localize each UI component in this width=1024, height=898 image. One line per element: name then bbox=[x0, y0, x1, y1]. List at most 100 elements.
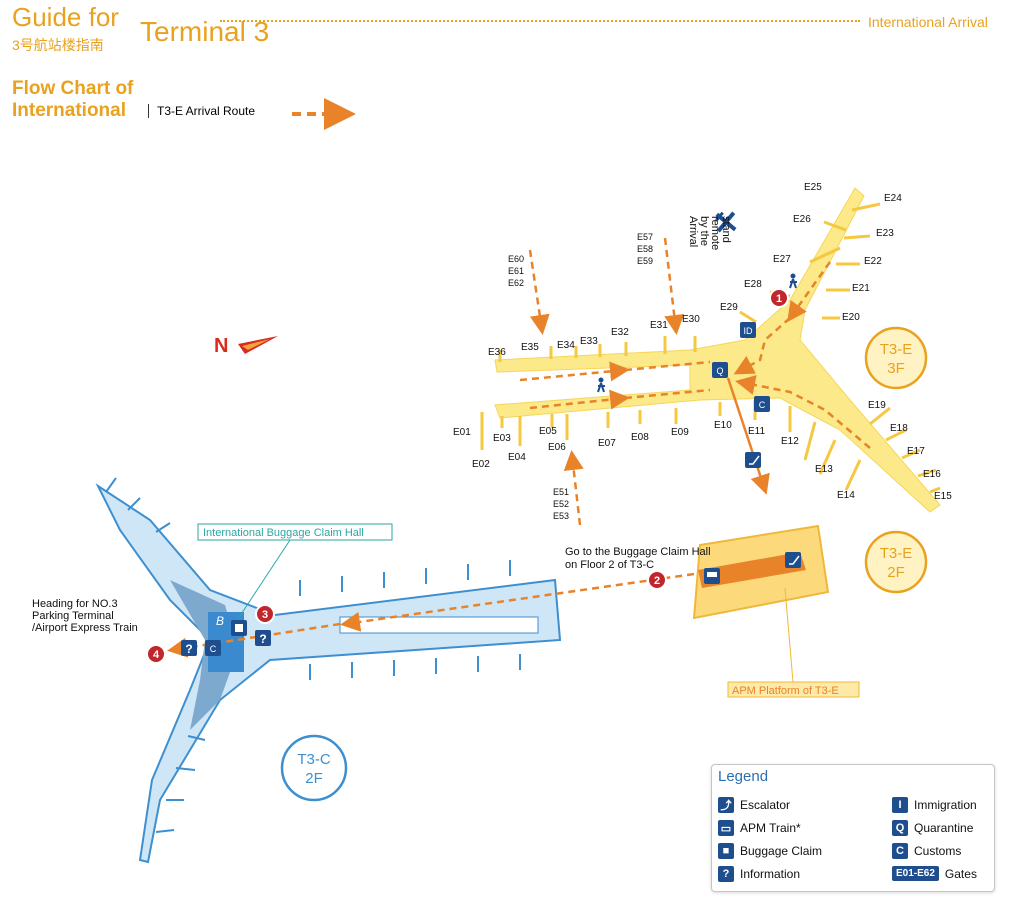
gate-label: E27 bbox=[773, 254, 791, 265]
gate-label: E25 bbox=[804, 182, 822, 193]
gate-label: E04 bbox=[508, 452, 526, 463]
gate-label: E26 bbox=[793, 214, 811, 225]
go-to-claim-line1: Go to the Buggage Claim Hall bbox=[565, 546, 711, 558]
legend-item-immigration: I Immigration bbox=[892, 797, 977, 813]
immigration-icon: I bbox=[892, 797, 908, 813]
legend-label: Immigration bbox=[914, 798, 977, 812]
walking-person-icon bbox=[597, 377, 605, 393]
legend-item-quarantine: Q Quarantine bbox=[892, 820, 973, 836]
flow-chart-title: Flow Chart of International bbox=[12, 78, 133, 122]
remote-gate-label: E52 bbox=[553, 499, 569, 509]
gate-label: E24 bbox=[884, 193, 902, 204]
claim-hall-leader bbox=[231, 539, 291, 629]
gate-label: E02 bbox=[472, 459, 490, 470]
arrival-route-label: T3-E Arrival Route bbox=[148, 104, 255, 118]
legend-item-gates: E01-E62 Gates bbox=[892, 866, 977, 881]
route-to-apm bbox=[726, 377, 770, 495]
gate-label: E29 bbox=[720, 302, 738, 313]
claim-hall-callout-box bbox=[197, 523, 393, 541]
svg-text:Arrival: Arrival bbox=[687, 216, 699, 247]
baggage-carousel-label: B bbox=[216, 614, 224, 628]
escalator-icon: ⤴ bbox=[718, 797, 734, 813]
gate-label: E22 bbox=[864, 256, 882, 267]
gate-label: E05 bbox=[539, 426, 557, 437]
svg-text:3: 3 bbox=[262, 609, 268, 621]
remote-stand-labels: E60 E61 E62 E57 E58 E59 E51 E52 E53 bbox=[508, 232, 653, 521]
svg-text:C: C bbox=[210, 644, 217, 654]
gate-label: E12 bbox=[781, 436, 799, 447]
remote-arrival-label: Arrival by the remote stand bbox=[687, 216, 732, 250]
gate-label: E31 bbox=[650, 320, 668, 331]
gates-badge: E01-E62 bbox=[892, 866, 939, 881]
information-icon: ? bbox=[718, 866, 734, 882]
gate-label: E28 bbox=[744, 279, 762, 290]
legend-item-apm-train: ▭ APM Train* bbox=[718, 820, 801, 836]
airplane-icon bbox=[715, 211, 737, 233]
gate-label: E03 bbox=[493, 433, 511, 444]
remote-gate-label: E61 bbox=[508, 266, 524, 276]
legend-item-information: ? Information bbox=[718, 866, 800, 882]
svg-text:T3-C: T3-C bbox=[297, 751, 331, 768]
gate-label: E19 bbox=[868, 400, 886, 411]
escalator-icon bbox=[745, 452, 761, 468]
svg-text:?: ? bbox=[259, 632, 266, 646]
remote-gate-label: E58 bbox=[637, 244, 653, 254]
gate-label: E16 bbox=[923, 469, 941, 480]
svg-text:2F: 2F bbox=[305, 770, 323, 787]
gate-label: E33 bbox=[580, 336, 598, 347]
gate-label: E08 bbox=[631, 432, 649, 443]
svg-text:2F: 2F bbox=[887, 564, 905, 581]
gate-label: E15 bbox=[934, 491, 952, 502]
legend-label: Buggage Claim bbox=[740, 844, 823, 858]
remote-gate-label: E59 bbox=[637, 256, 653, 266]
gate-label: E14 bbox=[837, 490, 855, 501]
go-to-claim-line2: on Floor 2 of T3-C bbox=[565, 559, 654, 571]
apm-train-icon bbox=[704, 568, 720, 584]
baggage-claim-icon: ■ bbox=[718, 843, 734, 859]
flow-title-line2: International bbox=[12, 100, 127, 121]
legend-label: APM Train* bbox=[740, 821, 801, 835]
gate-label: E10 bbox=[714, 420, 732, 431]
gate-label: E13 bbox=[815, 464, 833, 475]
gate-labels: E01 E02 E03 E04 E05 E06 E07 E08 E09 E10 … bbox=[453, 182, 952, 502]
svg-text:4: 4 bbox=[153, 649, 160, 661]
zone-t3e-2f: T3-E 2F bbox=[864, 530, 928, 594]
svg-text:Q: Q bbox=[716, 366, 723, 376]
apm-train-icon: ▭ bbox=[718, 820, 734, 836]
legend-item-baggage: ■ Buggage Claim bbox=[718, 843, 822, 859]
walking-person-icon-2 bbox=[789, 273, 797, 289]
flow-title-line1: Flow Chart of bbox=[12, 78, 134, 99]
legend-label: Escalator bbox=[740, 798, 791, 812]
route-apm-to-t3c bbox=[340, 572, 695, 632]
international-arrival-label: International Arrival bbox=[868, 14, 988, 30]
gate-label: E18 bbox=[890, 423, 908, 434]
heading-line1: Heading for NO.3 bbox=[32, 598, 118, 610]
legend-title: Legend bbox=[718, 768, 769, 785]
gate-label: E35 bbox=[521, 342, 539, 353]
svg-text:ID: ID bbox=[744, 326, 754, 336]
legend-panel: Legend ⤴ Escalator ▭ APM Train* ■ Buggag… bbox=[711, 764, 995, 892]
remote-gate-label: E51 bbox=[553, 487, 569, 497]
information-icon-exit: ? bbox=[181, 640, 197, 656]
svg-text:T3-E: T3-E bbox=[880, 341, 913, 358]
apm-callout-box bbox=[727, 681, 860, 698]
quarantine-icon: Q bbox=[712, 362, 728, 378]
gate-label: E07 bbox=[598, 438, 616, 449]
gate-label: E17 bbox=[907, 446, 925, 457]
legend-label: Customs bbox=[914, 844, 962, 858]
customs-icon: C bbox=[754, 396, 770, 412]
information-icon: ? bbox=[255, 630, 271, 646]
zone-t3c-2f: T3-C 2F bbox=[280, 734, 348, 802]
apm-leader bbox=[784, 587, 794, 683]
claim-hall-callout: International Buggage Claim Hall bbox=[203, 527, 364, 539]
gate-label: E36 bbox=[488, 347, 506, 358]
gate-label: E01 bbox=[453, 427, 471, 438]
svg-text:by the: by the bbox=[698, 216, 710, 246]
remote-gate-label: E60 bbox=[508, 254, 524, 264]
step-marker-3: 3 bbox=[255, 604, 275, 624]
gate-label: E21 bbox=[852, 283, 870, 294]
svg-text:?: ? bbox=[185, 642, 192, 656]
customs-icon-t3c: C bbox=[205, 640, 221, 656]
legend-label: Information bbox=[740, 867, 801, 881]
